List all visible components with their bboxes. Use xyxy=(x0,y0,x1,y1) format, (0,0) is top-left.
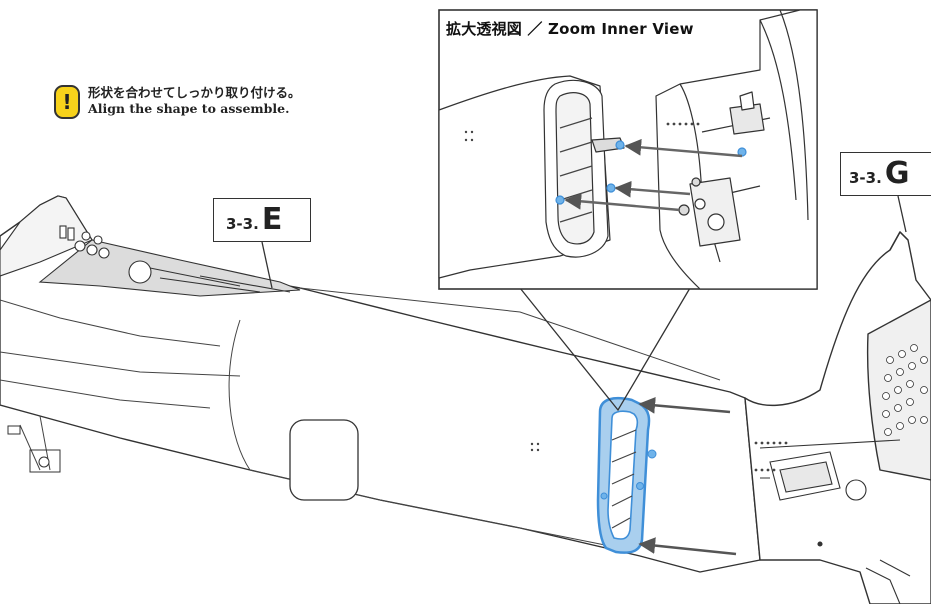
step-label-e-letter: E xyxy=(261,202,283,237)
tail-details xyxy=(759,439,911,604)
step-label-g-number: 3-3. xyxy=(849,169,882,187)
step-label-e-number: 3-3. xyxy=(226,215,259,233)
zoom-rivets xyxy=(464,122,700,452)
zoom-view-content xyxy=(438,9,818,290)
note-text-english: Align the shape to assemble. xyxy=(88,101,290,116)
access-hatch xyxy=(289,419,359,501)
fuselage-details xyxy=(7,425,61,473)
note-text: 形状を合わせてしっかり取り付ける。 Align the shape to ass… xyxy=(88,85,301,117)
warning-exclamation-icon: ! xyxy=(54,85,80,119)
step-label-e: 3-3.E xyxy=(213,198,311,242)
assembly-note: ! 形状を合わせてしっかり取り付ける。 Align the shape to a… xyxy=(54,85,301,119)
tail-rivet-pattern xyxy=(882,344,928,436)
cockpit xyxy=(0,195,301,297)
tail-rivets-row xyxy=(754,441,788,472)
leader-lines xyxy=(261,195,907,412)
zoom-view-title: 拡大透視図 ／ Zoom Inner View xyxy=(446,20,694,38)
zoom-assembly-arrows xyxy=(564,138,743,212)
step-label-g: 3-3.G xyxy=(840,152,931,196)
assembly-arrows xyxy=(638,396,737,556)
step-label-g-letter: G xyxy=(884,156,910,191)
note-text-japanese: 形状を合わせてしっかり取り付ける。 xyxy=(88,85,301,100)
